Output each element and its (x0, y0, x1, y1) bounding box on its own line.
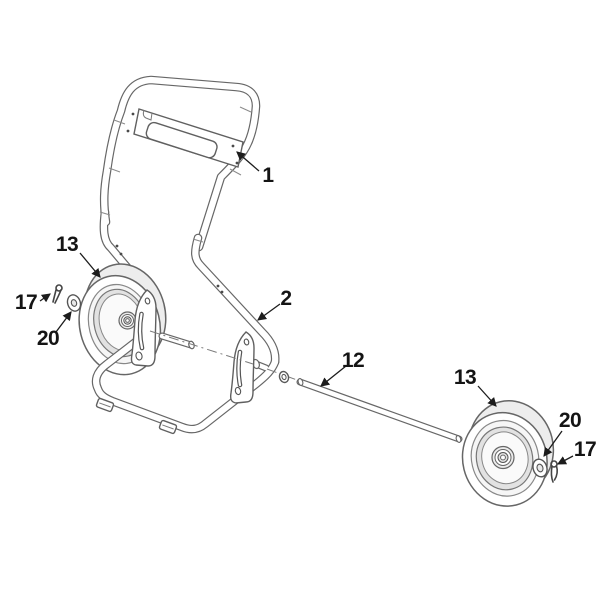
callout-label-1: 1 (262, 164, 274, 187)
axle-ring (278, 370, 290, 384)
wheel-bracket-right (229, 331, 255, 404)
callout-label-17-right: 17 (573, 438, 597, 461)
wheel-bracket-left (130, 289, 157, 367)
hub-left (118, 311, 137, 330)
hub-right (491, 445, 515, 470)
callout-label-13-left: 13 (55, 233, 79, 256)
leader-13-right (477, 385, 497, 407)
washer-right (532, 458, 548, 478)
leader-20-left (55, 311, 72, 333)
lower-frame (95, 238, 275, 435)
callout-label-20-right: 20 (558, 409, 582, 432)
leader-1 (236, 151, 260, 172)
callout-label-17-left: 17 (14, 291, 38, 314)
callout-label-2: 2 (280, 287, 292, 310)
leader-2 (257, 303, 281, 321)
callout-label-12: 12 (341, 349, 365, 372)
leader-17-right (556, 455, 574, 465)
handle-panel-notch (142, 109, 153, 121)
callout-label-13-right: 13 (453, 366, 477, 389)
leader-20-right (543, 430, 563, 457)
axle-stub-cap (188, 340, 195, 350)
foot-clip-right (158, 419, 178, 435)
leader-12 (320, 365, 347, 387)
handle-frame (100, 80, 256, 291)
handle-grip-cutout (145, 121, 218, 159)
leader-lines (39, 151, 574, 465)
leader-17-left (39, 293, 51, 303)
cotter-pin-left (52, 284, 63, 304)
foot-clip-left (95, 397, 115, 413)
washer-left (66, 294, 82, 312)
callout-label-20-left: 20 (36, 327, 60, 350)
leader-13-left (79, 252, 101, 278)
axle-rod (297, 378, 461, 443)
